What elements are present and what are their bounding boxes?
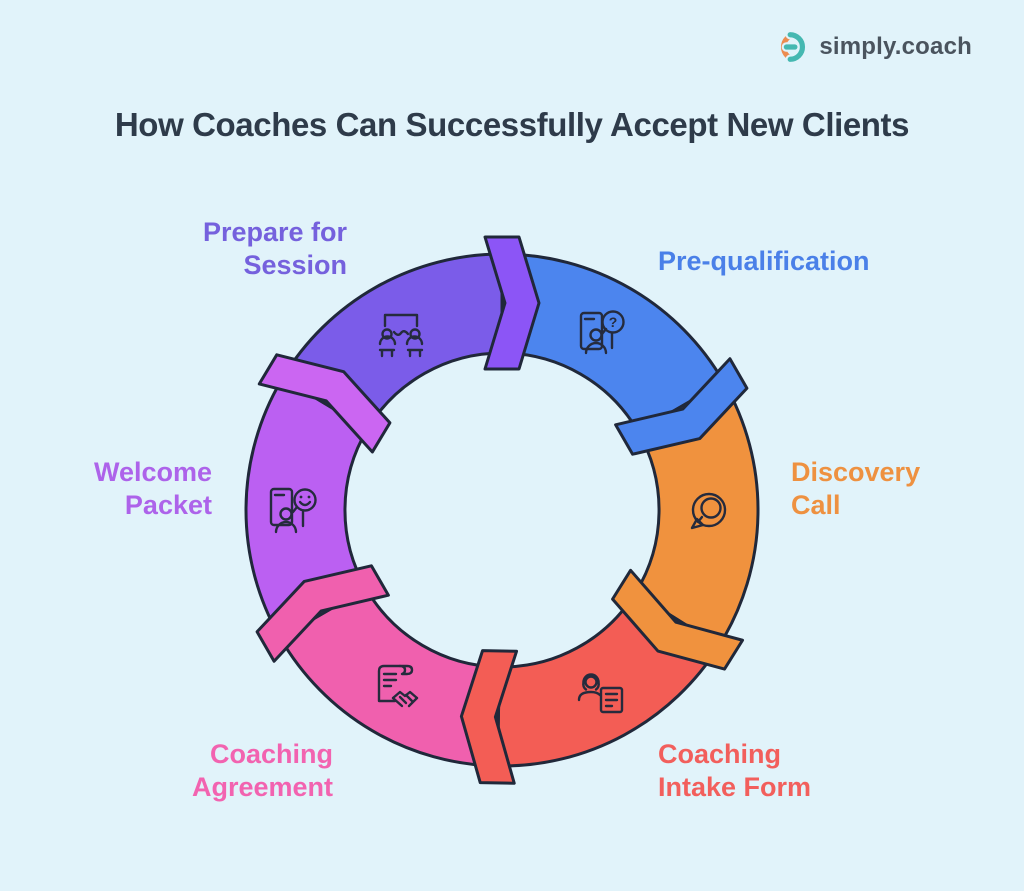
svg-text:?: ? — [609, 314, 618, 330]
welcome-packet-icon — [269, 487, 317, 534]
step-label-pre-qualification: Pre-qualification — [658, 246, 870, 276]
step-label-prepare-for-session: Prepare for Session — [202, 217, 347, 280]
step-label-discovery-call: Discovery Call — [791, 457, 921, 520]
intake-form-icon — [577, 673, 624, 714]
chevron-arrow-prepare-to-prequalification — [483, 235, 541, 371]
step-label-coaching-intake-form: Coaching Intake Form — [658, 739, 812, 802]
chevron-arrow-agreement-to-welcome — [255, 564, 390, 663]
chevron-arrow-discovery-to-intake — [611, 568, 745, 671]
chevron-arrow-prequalification-to-discovery — [614, 357, 749, 456]
chevron-arrow-welcome-to-prepare — [257, 353, 392, 454]
prepare-session-icon — [378, 313, 424, 358]
prequalification-icon: ? — [579, 310, 625, 355]
discovery-call-icon — [690, 492, 727, 530]
chevron-arrow-intake-to-agreement — [459, 649, 519, 785]
page-title: How Coaches Can Successfully Accept New … — [114, 106, 910, 144]
step-label-welcome-packet: Welcome Packet — [93, 457, 212, 520]
simply-coach-logo: simply.coach — [776, 30, 972, 64]
simply-coach-logo-icon — [781, 30, 808, 64]
simply-coach-logo-text: simply.coach — [819, 33, 972, 60]
agreement-icon — [377, 664, 419, 708]
step-label-coaching-agreement: Coaching Agreement — [191, 739, 333, 802]
